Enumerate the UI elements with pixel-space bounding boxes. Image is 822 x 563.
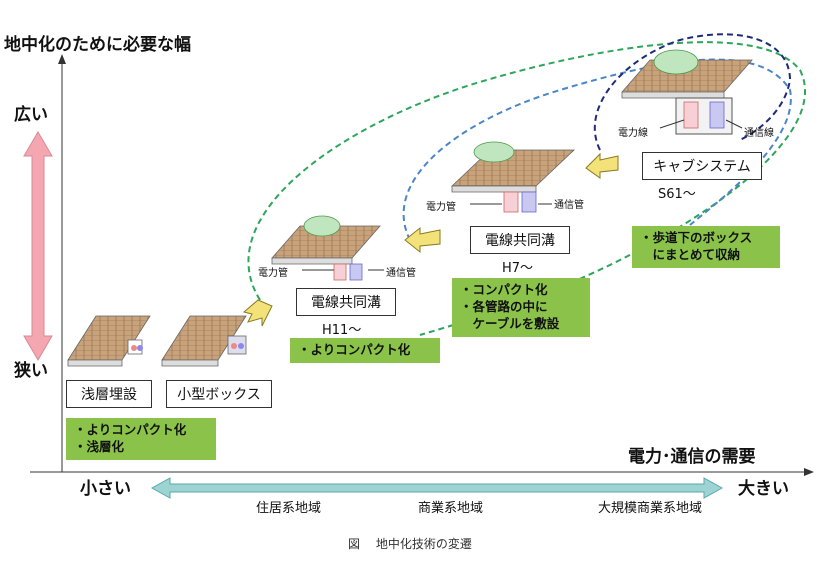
- width-double-arrow: [23, 131, 53, 361]
- stage-label-h11: 電線共同溝: [296, 288, 396, 316]
- note-h11: ・よりコンパクト化: [290, 338, 440, 363]
- note-shallow-line-1: ・よりコンパクト化: [74, 422, 187, 437]
- y-axis: [58, 54, 66, 472]
- h7-telecom-label: 通信管: [554, 200, 584, 211]
- figure-caption: 図 地中化技術の変遷: [348, 537, 472, 551]
- era-h7: H7～: [502, 261, 534, 276]
- y-axis-title: 地中化のために必要な幅: [4, 35, 191, 55]
- region-residential: 住居系地域: [256, 501, 322, 516]
- shallow-burial-illustration: [67, 315, 151, 367]
- note-h7: ・コンパクト化 ・各管路の中に ケーブルを敷設: [452, 278, 590, 337]
- note-h7-line-1: ・コンパクト化: [460, 282, 548, 297]
- yellow-arrow-1: [242, 299, 273, 327]
- stage-label-small-box: 小型ボックス: [166, 380, 272, 408]
- note-cab-line-1: ・歩道下のボックス: [640, 230, 753, 245]
- dash-loop-blue: [402, 58, 792, 241]
- stage-label-shallow: 浅層埋設: [66, 380, 152, 408]
- h7-duct-illustration: [450, 141, 576, 213]
- cab-system-illustration: [621, 49, 753, 135]
- note-shallow-line-2: ・浅層化: [74, 438, 125, 454]
- cab-telecom-label: 通信線: [744, 128, 774, 139]
- region-commercial: 商業系地域: [418, 501, 484, 516]
- h11-power-label: 電力管: [258, 268, 288, 279]
- cab-power-label: 電力線: [618, 128, 648, 139]
- y-axis-low-label: 狭い: [14, 361, 48, 381]
- h7-power-label: 電力管: [426, 202, 456, 213]
- y-axis-high-label: 広い: [14, 105, 48, 125]
- x-axis-high-label: 大きい: [738, 479, 789, 499]
- x-axis: [30, 468, 814, 476]
- note-h11-line-1: ・よりコンパクト化: [298, 342, 411, 357]
- yellow-arrow-3: [585, 152, 619, 179]
- note-shallow: ・よりコンパクト化 ・浅層化: [66, 418, 216, 460]
- note-cab: ・歩道下のボックス にまとめて収納: [632, 226, 780, 268]
- h11-duct-illustration: [271, 215, 381, 281]
- small-box-illustration: [161, 315, 247, 367]
- demand-double-arrow: [150, 477, 724, 499]
- region-large-commercial: 大規模商業系地域: [598, 501, 703, 516]
- x-axis-title: 電力･通信の需要: [628, 447, 756, 467]
- yellow-arrow-2: [404, 226, 441, 254]
- note-h7-line-3: ケーブルを敷設: [460, 315, 560, 331]
- stage-label-cab: キャブシステム: [642, 152, 762, 180]
- stage-label-h7: 電線共同溝: [470, 226, 570, 254]
- x-axis-low-label: 小さい: [80, 479, 131, 499]
- era-s61: S61～: [658, 187, 696, 202]
- note-h7-line-2: ・各管路の中に: [460, 298, 548, 314]
- h11-telecom-label: 通信管: [386, 268, 416, 279]
- note-cab-line-2: にまとめて収納: [640, 246, 741, 262]
- era-h11: H11～: [322, 323, 362, 338]
